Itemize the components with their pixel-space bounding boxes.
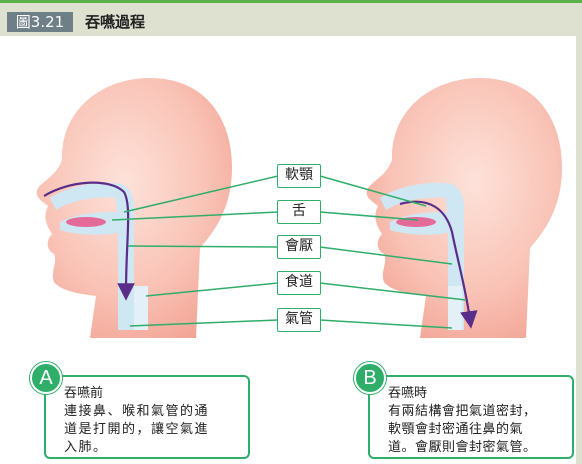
caption-before-badge: A — [30, 362, 62, 394]
caption-during-line-3: 道。會厭則會封密氣管。 — [388, 439, 537, 457]
caption-during-line-1: 有兩結構會把氣道密封， — [388, 403, 537, 421]
caption-before-title: 吞嚥前 — [64, 385, 103, 403]
caption-during-title: 吞嚥時 — [388, 385, 427, 403]
label-tongue: 舌 — [277, 200, 321, 224]
label-esophagus: 食道 — [277, 271, 321, 295]
caption-before-line-2: 道是打開的，讓空氣進 — [64, 421, 209, 439]
caption-before-line-1: 連接鼻、喉和氣管的通 — [64, 403, 209, 421]
head-before-swallowing — [37, 78, 232, 338]
caption-during: 吞嚥時 有兩結構會把氣道密封， 軟顎會封密通往鼻的氣 道。會厭則會封密氣管。 — [368, 375, 574, 459]
caption-during-badge: B — [354, 362, 386, 394]
caption-during-line-2: 軟顎會封密通往鼻的氣 — [388, 421, 523, 439]
label-trachea: 氣管 — [277, 308, 321, 332]
caption-before-line-3: 入肺。 — [64, 439, 108, 457]
label-soft-palate: 軟顎 — [277, 164, 321, 188]
caption-before: 吞嚥前 連接鼻、喉和氣管的通 道是打開的，讓空氣進 入肺。 — [44, 375, 250, 459]
label-epiglottis: 會厭 — [277, 235, 321, 259]
head-during-swallowing — [367, 78, 562, 338]
